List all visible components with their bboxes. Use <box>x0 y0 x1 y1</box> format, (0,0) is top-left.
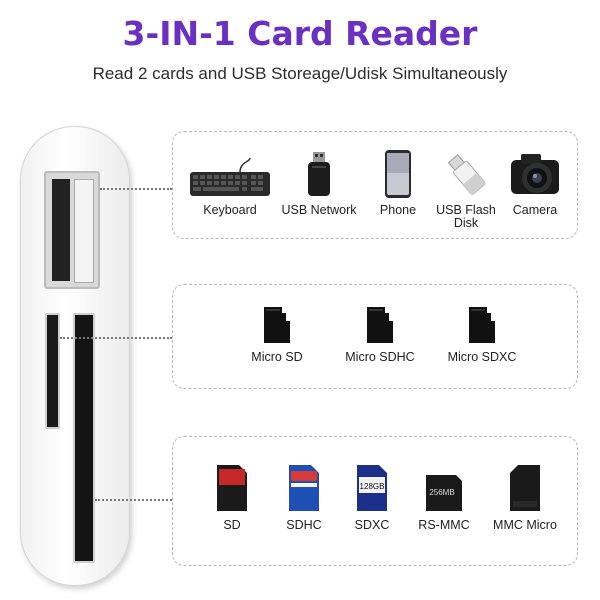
sd-item-label: SD <box>223 518 241 532</box>
camera-icon <box>509 150 561 198</box>
rs-mmc-card-capacity: 256MB <box>429 488 454 497</box>
usb-devices-panel: Keyboard USB Network Phone <box>172 131 578 239</box>
sd-item-label: MMC Micro <box>493 518 557 532</box>
micro-sd-slot <box>45 313 60 429</box>
usb-connector-line <box>100 188 172 190</box>
sd-cards-panel: SD SDHC 128GB SDXC 256MB RS- <box>172 436 578 566</box>
sdhc-card-icon <box>287 463 321 513</box>
micro-item-label: Micro SDXC <box>447 350 517 364</box>
micro-connector-line <box>60 337 172 339</box>
micro-sdxc-card-icon <box>467 305 497 345</box>
mmc-micro-card-icon <box>508 463 542 513</box>
usb-item-label: Keyboard <box>203 203 257 217</box>
usb-item-keyboard: Keyboard <box>187 157 273 217</box>
sd-item-rs-mmc: 256MB RS-MMC <box>411 473 477 532</box>
usb-item-label: USB Network <box>281 203 357 217</box>
micro-sdhc-card-icon <box>365 305 395 345</box>
sd-item-sd: SD <box>201 463 263 532</box>
sd-card-icon <box>215 463 249 513</box>
page-subtitle: Read 2 cards and USB Storeage/Udisk Simu… <box>92 64 508 83</box>
sdxc-card-capacity: 128GB <box>360 482 385 491</box>
usb-port-cavity <box>52 179 70 281</box>
micro-item-label: Micro SDHC <box>345 350 415 364</box>
micro-cards-panel: Micro SD Micro SDHC Micro SDXC <box>172 284 578 389</box>
micro-item-sdhc: Micro SDHC <box>339 305 421 364</box>
sd-slot <box>73 313 95 563</box>
micro-sd-card-icon <box>262 305 292 345</box>
phone-icon <box>384 150 412 198</box>
sd-item-label: SDHC <box>286 518 322 532</box>
usb-port-tongue <box>74 179 94 283</box>
usb-item-flash-disk: USB Flash Disk <box>431 150 501 230</box>
sd-item-sdxc: 128GB SDXC <box>341 463 403 532</box>
usb-item-label: Camera <box>512 203 558 217</box>
keyboard-icon <box>188 157 272 198</box>
page-title: 3-IN-1 Card Reader <box>122 14 478 53</box>
rs-mmc-card-icon: 256MB <box>424 473 464 513</box>
sd-item-mmc-micro: MMC Micro <box>485 463 565 532</box>
usb-port <box>44 171 100 289</box>
usb-item-camera: Camera <box>503 150 567 217</box>
sd-item-label: SDXC <box>354 518 390 532</box>
micro-item-sd: Micro SD <box>237 305 317 364</box>
usb-item-phone: Phone <box>369 150 427 217</box>
sd-connector-line <box>95 499 172 501</box>
usb-network-adapter-icon <box>299 152 339 198</box>
micro-item-label: Micro SD <box>251 350 303 364</box>
sdxc-card-icon: 128GB <box>355 463 389 513</box>
sd-item-label: RS-MMC <box>418 518 470 532</box>
micro-item-sdxc: Micro SDXC <box>441 305 523 364</box>
usb-flash-disk-icon <box>444 150 488 198</box>
usb-item-network: USB Network <box>275 152 363 217</box>
sd-item-sdhc: SDHC <box>273 463 335 532</box>
usb-item-label: Phone <box>379 203 417 217</box>
usb-item-label: USB Flash Disk <box>436 203 496 230</box>
